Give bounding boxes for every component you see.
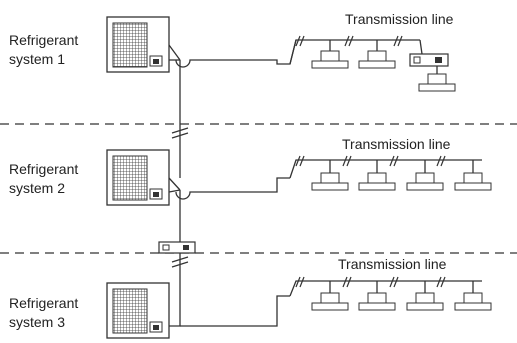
indoor-unit-icon — [311, 40, 349, 69]
outdoor-unit-icon — [106, 16, 170, 73]
central-controller-icon — [158, 241, 196, 254]
outdoor-unit-icon — [106, 282, 170, 339]
indoor-unit-icon — [418, 66, 456, 92]
system-2-label-line2: system 2 — [9, 180, 65, 196]
system-2-label-line1: Refrigerant — [9, 161, 78, 177]
indoor-unit-icon — [358, 281, 396, 311]
transmission-line-label-2: Transmission line — [342, 136, 451, 152]
indoor-unit-icon — [406, 281, 444, 311]
transmission-line-label-1: Transmission line — [345, 11, 454, 27]
transmission-line-3 — [289, 276, 482, 297]
indoor-unit-icon — [358, 40, 396, 69]
indoor-unit-icon — [358, 160, 396, 191]
outdoor-unit-icon — [106, 149, 170, 206]
indoor-unit-icon — [406, 160, 444, 191]
indoor-unit-icon — [311, 281, 349, 311]
system-1-label-line1: Refrigerant — [9, 32, 78, 48]
indoor-unit-icon — [454, 160, 492, 191]
indoor-unit-icon — [311, 160, 349, 191]
system-3-label-line1: Refrigerant — [9, 295, 78, 311]
system-3-label-line2: system 3 — [9, 314, 65, 330]
transmission-line-2 — [289, 155, 482, 179]
transmission-line-label-3: Transmission line — [338, 256, 447, 272]
system-1-label-line2: system 1 — [9, 51, 65, 67]
transmission-line-1 — [282, 35, 420, 65]
central-transmission-wiring — [168, 44, 290, 327]
indoor-unit-icon — [454, 281, 492, 311]
remote-controller-icon — [409, 39, 449, 67]
